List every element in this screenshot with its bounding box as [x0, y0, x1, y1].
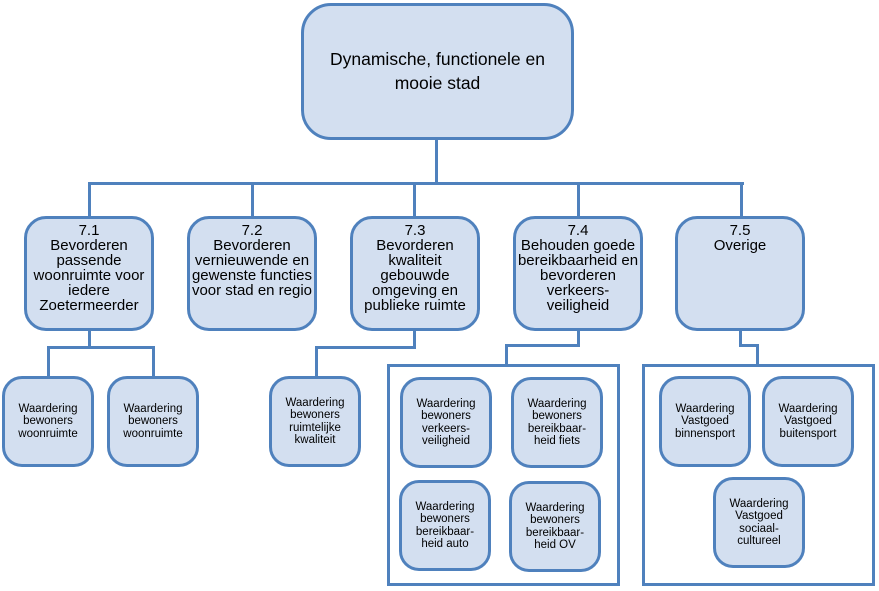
indicator-label: Waardering bewoners bereikbaar-heid OV: [525, 502, 585, 551]
goal-node-7-2: 7.2 Bevorderen vernieuwende en gewenste …: [187, 216, 317, 331]
indicator-node: Waardering bewoners woonruimte: [2, 376, 94, 467]
connector-root-down: [435, 139, 438, 185]
connector-7-3-down: [413, 330, 416, 348]
indicator-label: Waardering Vastgoed binnensport: [674, 403, 736, 440]
goal-label: Bevorderen passende woonruimte voor iede…: [33, 237, 145, 314]
indicator-node: Waardering bewoners bereikbaar-heid fiet…: [511, 377, 603, 468]
indicator-label: Waardering bewoners bereikbaar-heid fiet…: [527, 398, 587, 447]
goal-node-7-5: 7.5 Overige: [675, 216, 805, 331]
goal-node-7-4: 7.4 Behouden goede bereikbaarheid en bev…: [513, 216, 643, 331]
connector-7-5-bus: [739, 344, 759, 347]
goal-number: 7.4: [567, 222, 589, 239]
indicator-node: Waardering Vastgoed binnensport: [659, 376, 751, 467]
connector-7-4-bus: [505, 344, 580, 347]
indicator-node: Waardering bewoners bereikbaar-heid OV: [509, 481, 601, 572]
connector-to-7-4: [577, 182, 580, 217]
connector-7-1-b: [152, 346, 155, 378]
connector-7-3-a: [315, 346, 318, 377]
goal-label: Behouden goede bereikbaarheid en bevorde…: [517, 237, 639, 314]
indicator-label: Waardering bewoners ruimtelijke kwalitei…: [285, 397, 345, 446]
goal-node-7-3: 7.3 Bevorderen kwaliteit gebouwde omgevi…: [350, 216, 480, 331]
connector-7-4-group: [505, 344, 508, 366]
connector-7-5-group: [756, 344, 759, 366]
root-label: Dynamische, functionele en mooie stad: [330, 48, 545, 93]
indicator-label: Waardering bewoners woonruimte: [18, 403, 78, 440]
connector-level2-bus: [88, 182, 744, 185]
connector-to-7-3: [413, 182, 416, 217]
connector-7-4-down: [577, 330, 580, 347]
goal-label: Overige: [713, 237, 767, 254]
indicator-node: Waardering bewoners woonruimte: [107, 376, 199, 467]
connector-7-1-bus: [47, 346, 155, 349]
goal-label: Bevorderen kwaliteit gebouwde omgeving e…: [364, 237, 466, 314]
goal-label: Bevorderen vernieuwende en gewenste func…: [191, 237, 313, 299]
goal-number: 7.3: [404, 222, 426, 239]
indicator-node: Waardering Vastgoed sociaal-cultureel: [713, 477, 805, 568]
connector-7-3-bus: [315, 346, 416, 349]
indicator-label: Waardering Vastgoed sociaal-cultureel: [729, 498, 789, 547]
goal-number: 7.1: [78, 222, 100, 239]
connector-7-1-a: [47, 346, 50, 378]
connector-7-1-down: [88, 330, 91, 348]
indicator-label: Waardering bewoners verkeers-veiligheid: [416, 398, 476, 447]
goal-number: 7.5: [729, 222, 751, 239]
indicator-node: Waardering bewoners verkeers-veiligheid: [400, 377, 492, 468]
indicator-node: Waardering bewoners ruimtelijke kwalitei…: [269, 376, 361, 467]
indicator-label: Waardering Vastgoed buitensport: [778, 403, 838, 440]
indicator-node: Waardering bewoners bereikbaar-heid auto: [399, 480, 491, 571]
indicator-label: Waardering bewoners bereikbaar-heid auto: [415, 501, 475, 550]
indicator-label: Waardering bewoners woonruimte: [123, 403, 183, 440]
indicator-group-7-4: [387, 364, 620, 586]
connector-7-5-down: [739, 330, 742, 347]
connector-to-7-2: [251, 182, 254, 217]
connector-to-7-5: [740, 182, 743, 217]
indicator-node: Waardering Vastgoed buitensport: [762, 376, 854, 467]
root-node: Dynamische, functionele en mooie stad: [301, 3, 574, 140]
connector-to-7-1: [88, 182, 91, 217]
goal-node-7-1: 7.1 Bevorderen passende woonruimte voor …: [24, 216, 154, 331]
goal-number: 7.2: [241, 222, 263, 239]
indicator-group-7-5: [642, 364, 875, 586]
